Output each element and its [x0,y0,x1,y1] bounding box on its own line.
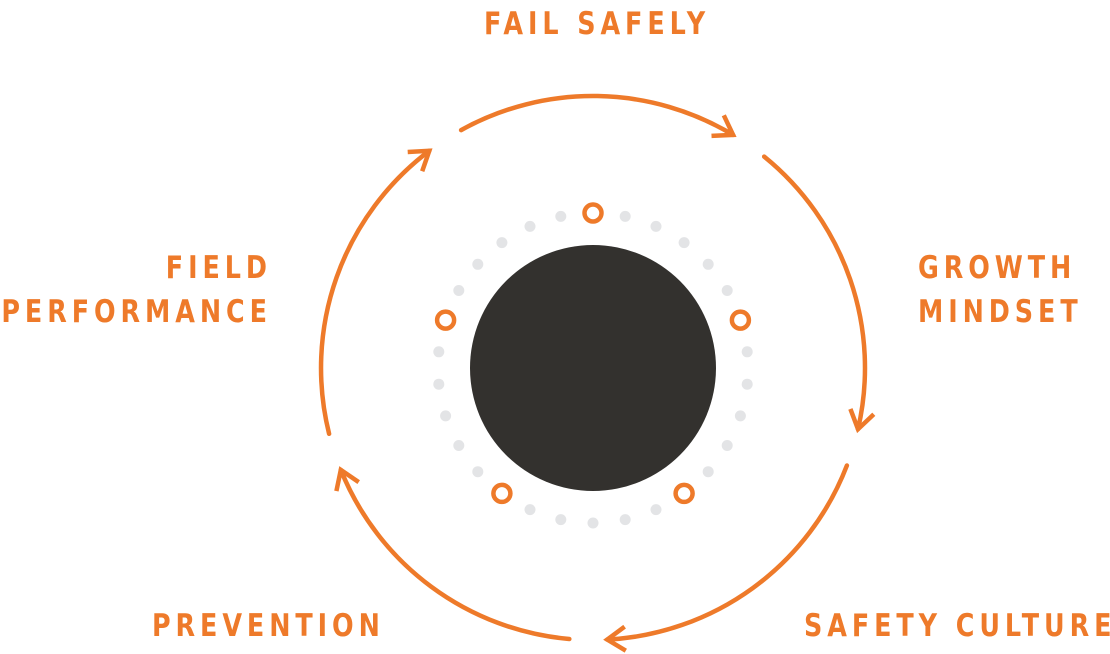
arrowhead-icon [603,624,627,653]
ring-dot [702,466,714,478]
arrowhead-icon [848,408,876,434]
stage-label-line: SAFETY CULTURE [804,608,1110,644]
stage-label-safety-culture: SAFETY CULTURE [804,604,1110,648]
stage-label-prevention: PREVENTION [152,604,385,648]
stage-label-fail-safely: FAIL SAFELY [484,2,710,46]
cycle-arrow-arc [318,148,432,437]
dot-ring [433,202,753,529]
ring-dot [619,210,631,222]
ring-dot [440,410,452,422]
ring-dot [741,378,753,390]
arrowhead-icon [407,148,433,172]
arrowhead-icon [711,114,737,139]
stage-label-line: FIELD [165,250,272,286]
cycle-arrow-arc [338,467,572,642]
ring-dot [496,237,508,249]
stage-label-line: PERFORMANCE [1,294,272,330]
ring-dot [619,514,631,526]
cycle-arrows [318,93,876,653]
ring-dot [433,378,445,390]
ring-dot [650,220,662,232]
stage-marker-ring [582,202,604,224]
stage-label-line: FAIL SAFELY [484,6,711,42]
stage-marker-ring [491,482,513,505]
arrowhead-icon [334,466,360,492]
stage-marker-ring [434,309,457,331]
ring-dot [734,410,746,422]
ring-dot [472,258,484,270]
ring-dot [741,346,753,358]
ring-dot [524,220,536,232]
ring-dot [472,466,484,478]
stage-marker-ring [673,482,695,505]
ring-dot [555,210,567,222]
cycle-arrow-arc [761,154,868,432]
ring-dot [721,285,733,296]
ring-dot [555,514,567,526]
stage-label-growth-mindset: GROWTH MINDSET [918,246,1083,334]
stage-label-line: GROWTH [918,250,1077,286]
ring-dot [678,237,690,249]
cycle-arrow-arc [458,93,736,138]
ring-dot [453,285,465,296]
ring-dot [721,440,733,451]
stage-marker-ring [729,309,752,331]
stage-label-line: PREVENTION [152,608,385,644]
stage-label-field-performance: FIELD PERFORMANCE [1,246,272,334]
ring-dot [524,504,536,516]
ring-dot [650,504,662,516]
stage-label-line: MINDSET [918,294,1083,330]
ring-dot [587,517,599,529]
cycle-arrow-arc [604,463,850,642]
ring-dot [453,440,465,451]
ring-dot [433,346,445,358]
ring-dot [702,258,714,270]
core-circle [470,245,716,491]
